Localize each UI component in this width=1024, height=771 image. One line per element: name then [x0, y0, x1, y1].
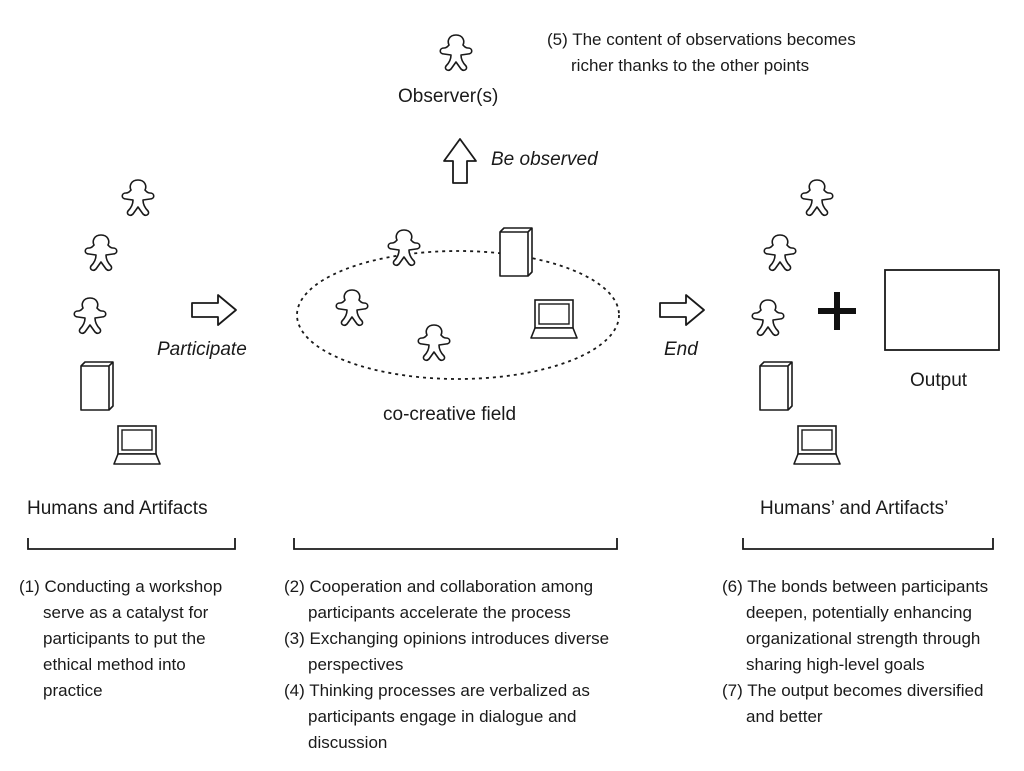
person-icon — [417, 324, 451, 362]
output-label: Output — [910, 370, 968, 391]
note-line: ethical method into — [43, 655, 186, 674]
up-arrow-icon — [443, 138, 477, 184]
person-icon — [800, 179, 834, 217]
note-line: participants engage in dialogue and — [308, 707, 577, 726]
note-line: (6) The bonds between participants — [722, 577, 989, 596]
middle-bracket — [293, 538, 618, 550]
note-line: (4) Thinking processes are verbalized as — [284, 681, 590, 700]
left-notes: (1) Conducting a workshop serve as a cata… — [19, 574, 222, 704]
end-label: End — [664, 339, 698, 360]
right-notes: (6) The bonds between participants deepen… — [722, 574, 988, 730]
laptop-icon — [793, 425, 841, 465]
person-icon — [387, 229, 421, 267]
note-line: and better — [746, 707, 823, 726]
box-icon — [759, 361, 793, 411]
note-line: organizational strength through — [746, 629, 981, 648]
person-icon — [335, 289, 369, 327]
note-line: sharing high-level goals — [746, 655, 925, 674]
box-icon — [80, 361, 114, 411]
left-bracket — [27, 538, 236, 550]
observer-note-line: richer thanks to the other points — [571, 56, 810, 75]
plus-icon — [818, 292, 856, 330]
note-line: discussion — [308, 733, 388, 752]
end-arrow-icon — [659, 294, 705, 326]
observer-note: (5) The content of observations becomes … — [547, 27, 856, 79]
note-line: perspectives — [308, 655, 404, 674]
observer-note-line: (5) The content of observations becomes — [547, 30, 856, 49]
observer-person-icon — [439, 34, 473, 72]
note-line: practice — [43, 681, 103, 700]
be-observed-label: Be observed — [491, 149, 598, 170]
right-bracket — [742, 538, 994, 550]
laptop-icon — [530, 299, 578, 339]
participate-label: Participate — [157, 339, 247, 360]
person-icon — [73, 297, 107, 335]
note-line: (7) The output becomes diversified — [722, 681, 984, 700]
person-icon — [763, 234, 797, 272]
person-icon — [751, 299, 785, 337]
box-icon — [499, 227, 533, 277]
person-icon — [121, 179, 155, 217]
note-line: deepen, potentially enhancing — [746, 603, 972, 622]
laptop-icon — [113, 425, 161, 465]
note-line: serve as a catalyst for — [43, 603, 209, 622]
field-ellipse — [296, 250, 620, 380]
output-box — [884, 269, 1000, 351]
note-line: (3) Exchanging opinions introduces diver… — [284, 629, 610, 648]
person-icon — [84, 234, 118, 272]
left-group-label: Humans and Artifacts — [27, 498, 208, 519]
right-group-label: Humans’ and Artifacts’ — [760, 498, 949, 519]
note-line: participants to put the — [43, 629, 206, 648]
observer-label: Observer(s) — [398, 86, 499, 107]
note-line: (2) Cooperation and collaboration among — [284, 577, 594, 596]
note-line: (1) Conducting a workshop — [19, 577, 223, 596]
middle-notes: (2) Cooperation and collaboration among p… — [284, 574, 609, 756]
note-line: participants accelerate the process — [308, 603, 571, 622]
participate-arrow-icon — [191, 294, 237, 326]
field-label: co-creative field — [383, 404, 517, 425]
